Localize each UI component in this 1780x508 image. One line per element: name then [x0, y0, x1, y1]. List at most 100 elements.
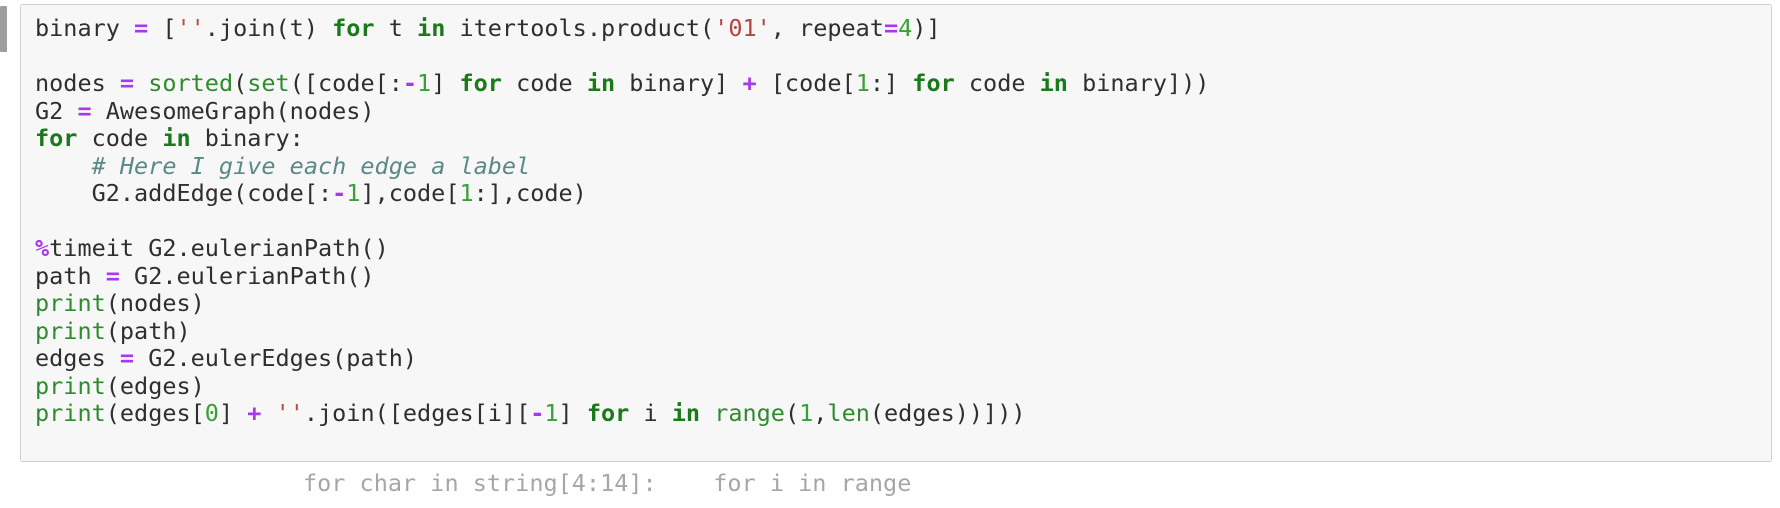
code-token: i [629, 399, 672, 427]
code-token: # Here I give each edge a label [91, 151, 531, 180]
code-token: [ [148, 14, 177, 42]
code-line: binary = [''.join(t) for t in itertools.… [35, 14, 941, 42]
code-line: edges = G2.eulerEdges(path) [35, 344, 417, 372]
code-token: binary])) [1067, 69, 1210, 97]
code-token: print [35, 316, 106, 345]
code-token: ([code[: [289, 69, 403, 97]
code-token: len [827, 399, 870, 427]
code-token: )] [912, 14, 941, 42]
code-token: :] [869, 69, 913, 97]
code-line: print(edges[0] + ''.join([edges[i][-1] f… [35, 399, 1026, 427]
code-token: code [954, 69, 1040, 97]
code-token: (nodes) [105, 289, 205, 317]
code-token: in [1039, 69, 1068, 97]
code-token: 0 [204, 399, 219, 427]
code-editor-area[interactable]: binary = [ '' .join(t) for t in itertools.… [21, 5, 1771, 428]
code-source[interactable]: binary = [ '' .join(t) for t in itertools.… [35, 14, 1771, 428]
code-token: G2 [35, 96, 78, 125]
code-token: for [586, 399, 630, 427]
code-token: binary: [190, 124, 304, 152]
code-token: = [119, 69, 135, 97]
code-token: sorted [148, 69, 234, 97]
code-token: '' [275, 399, 304, 427]
code-token: 1 [346, 179, 361, 207]
code-token: G2.addEdge(code[: [35, 179, 333, 207]
code-line: G2.addEdge(code[:-1],code[1:],code) [35, 179, 587, 207]
code-token: + [742, 69, 757, 97]
code-token: = [883, 14, 899, 42]
code-token: range [714, 399, 785, 427]
code-token: G2.eulerianPath() [119, 261, 375, 290]
code-token: ( [784, 399, 800, 427]
code-line: nodes = sorted(set([code[:-1] for code i… [35, 69, 1209, 97]
code-token: in [586, 69, 616, 97]
code-line: G2 = AwesomeGraph(nodes) [35, 97, 375, 125]
code-cell[interactable]: binary = [ '' .join(t) for t in itertools.… [20, 4, 1772, 462]
code-token: in [671, 399, 701, 427]
code-token: t [374, 14, 418, 42]
code-line: print(edges) [35, 372, 205, 400]
code-token: print [35, 399, 106, 427]
code-token: (path) [105, 316, 191, 345]
code-token: + [247, 399, 262, 427]
code-token: - [332, 179, 347, 207]
cell-selection-gutter-bar[interactable] [0, 6, 7, 52]
code-token [261, 399, 275, 427]
code-token: edges [35, 344, 120, 372]
code-token: set [247, 69, 290, 97]
code-token: (edges))])) [869, 399, 1026, 427]
code-token: binary] [615, 69, 743, 97]
code-token [134, 69, 148, 97]
code-token: 1 [459, 179, 474, 207]
code-token: 1 [799, 399, 814, 427]
code-token: ( [233, 69, 248, 97]
code-token: - [530, 399, 545, 427]
code-line: path = G2.eulerianPath() [35, 262, 375, 290]
code-token: timeit G2.eulerianPath() [49, 234, 389, 262]
code-token: path [35, 261, 106, 290]
code-token: for [912, 69, 955, 97]
code-token: print [35, 371, 106, 400]
next-cell-peek: for char in string[4:14]: for i in range [20, 470, 1760, 508]
code-token: print [35, 289, 106, 317]
code-line: print(path) [35, 317, 191, 345]
code-token: [code[ [756, 69, 856, 97]
code-token: (edges[ [105, 399, 205, 427]
code-token: % [35, 234, 50, 262]
code-token: 4 [898, 14, 913, 42]
code-token: for [459, 69, 502, 97]
next-cell-peek-text: for char in string[4:14]: for i in range [20, 470, 912, 497]
code-token: code [501, 69, 587, 97]
code-token: ] [218, 399, 248, 427]
code-token: , [813, 399, 828, 427]
code-token: AwesomeGraph(nodes) [91, 96, 375, 125]
code-token: 1 [417, 69, 432, 97]
code-token: = [105, 261, 120, 290]
code-token: ] [558, 399, 587, 427]
code-token: G2.eulerEdges(path) [134, 344, 418, 372]
code-token: ],code[ [360, 179, 460, 207]
code-token: :],code) [473, 179, 587, 207]
code-token: , repeat [770, 14, 884, 42]
code-token: (edges) [105, 371, 205, 400]
code-token: ] [431, 69, 460, 97]
code-token: 1 [855, 69, 870, 97]
code-token: for [35, 124, 78, 152]
code-token: in [417, 14, 446, 42]
code-token: 1 [544, 399, 559, 427]
code-token: = [134, 14, 149, 42]
code-token [35, 152, 92, 180]
code-token: - [402, 69, 418, 97]
code-token [700, 399, 714, 427]
code-line: %timeit G2.eulerianPath() [35, 234, 389, 262]
code-token: '01' [714, 14, 771, 42]
code-token: itertools.product( [445, 14, 715, 42]
code-token: in [162, 124, 191, 152]
code-token: .join([edges[i][ [303, 399, 531, 427]
code-token: .join(t) [204, 14, 333, 42]
code-token: code [77, 124, 163, 152]
code-token: = [119, 344, 135, 372]
code-line: for code in binary: [35, 124, 304, 152]
code-token: binary [35, 14, 135, 42]
